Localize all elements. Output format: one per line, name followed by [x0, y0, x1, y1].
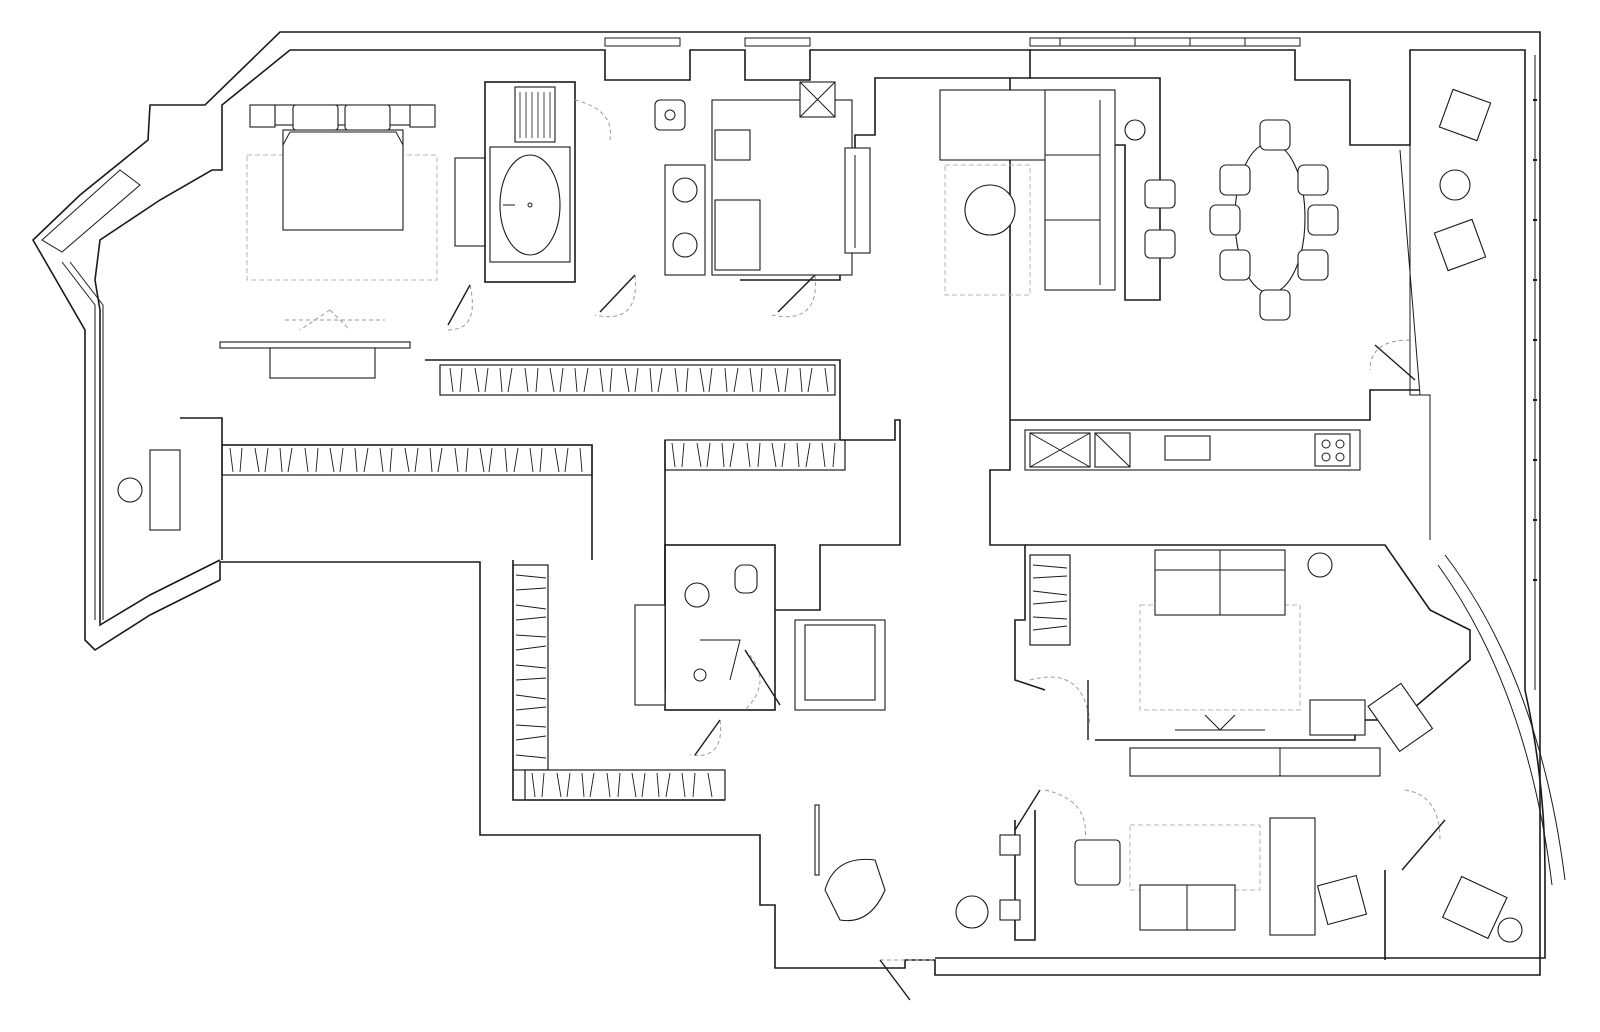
living-dining	[939, 77, 1420, 691]
doors-top	[447, 274, 816, 331]
guest-bathroom	[634, 544, 886, 757]
wardrobe-shelves	[180, 359, 901, 801]
lounge	[1025, 544, 1471, 753]
windows-top	[604, 37, 1301, 47]
study	[955, 747, 1446, 960]
terrace	[1399, 50, 1566, 943]
shelf-hatching	[229, 367, 836, 798]
windows-left	[41, 169, 141, 620]
master-bathroom	[484, 81, 871, 283]
bedroom	[117, 104, 486, 531]
exterior-walls	[31, 31, 1546, 976]
entry-hall	[814, 804, 935, 1001]
